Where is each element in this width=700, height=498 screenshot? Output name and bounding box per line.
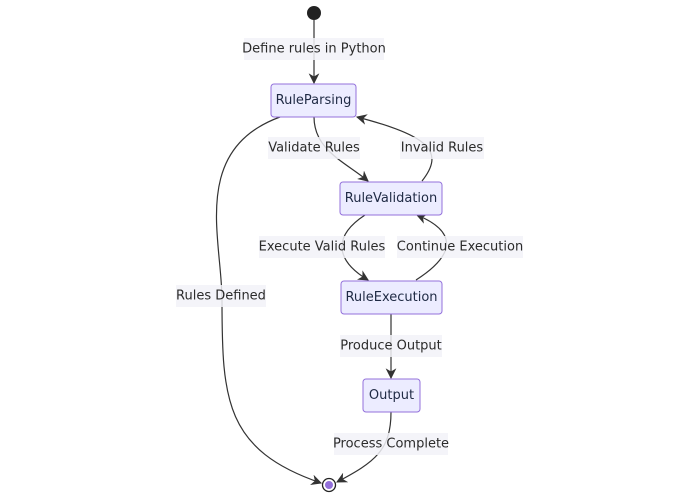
edge-label-process-complete-text: Process Complete: [333, 437, 449, 452]
edge-label-execute-valid-rules: Execute Valid Rules: [259, 236, 386, 258]
edge-label-invalid-rules-text: Invalid Rules: [401, 141, 484, 156]
edge-label-process-complete: Process Complete: [333, 433, 449, 455]
start-state-icon: [307, 6, 321, 20]
edge-label-execute-valid-rules-text: Execute Valid Rules: [259, 240, 386, 255]
edge-label-define-rules-text: Define rules in Python: [242, 42, 386, 57]
edge-label-validate-rules: Validate Rules: [268, 137, 360, 159]
state-node-rule-parsing: RuleParsing: [270, 83, 357, 118]
state-label-rule-validation: RuleValidation: [345, 191, 438, 206]
edge-label-produce-output-text: Produce Output: [340, 339, 442, 354]
end-state-icon: [321, 477, 337, 493]
edge-label-rules-defined-text: Rules Defined: [176, 289, 266, 304]
edge-label-validate-rules-text: Validate Rules: [268, 141, 360, 156]
state-node-rule-validation: RuleValidation: [339, 181, 443, 216]
state-node-rule-execution: RuleExecution: [340, 280, 443, 315]
state-label-rule-execution: RuleExecution: [345, 290, 437, 305]
state-label-rule-parsing: RuleParsing: [276, 93, 352, 108]
state-label-output: Output: [369, 388, 414, 403]
edge-label-produce-output: Produce Output: [340, 335, 442, 357]
edge-label-continue-execution-text: Continue Execution: [397, 240, 523, 255]
edge-label-define-rules: Define rules in Python: [242, 38, 386, 60]
state-node-output: Output: [362, 378, 421, 413]
edge-label-rules-defined: Rules Defined: [176, 285, 266, 307]
edge-label-invalid-rules: Invalid Rules: [400, 137, 484, 159]
edge-label-continue-execution: Continue Execution: [397, 236, 523, 258]
